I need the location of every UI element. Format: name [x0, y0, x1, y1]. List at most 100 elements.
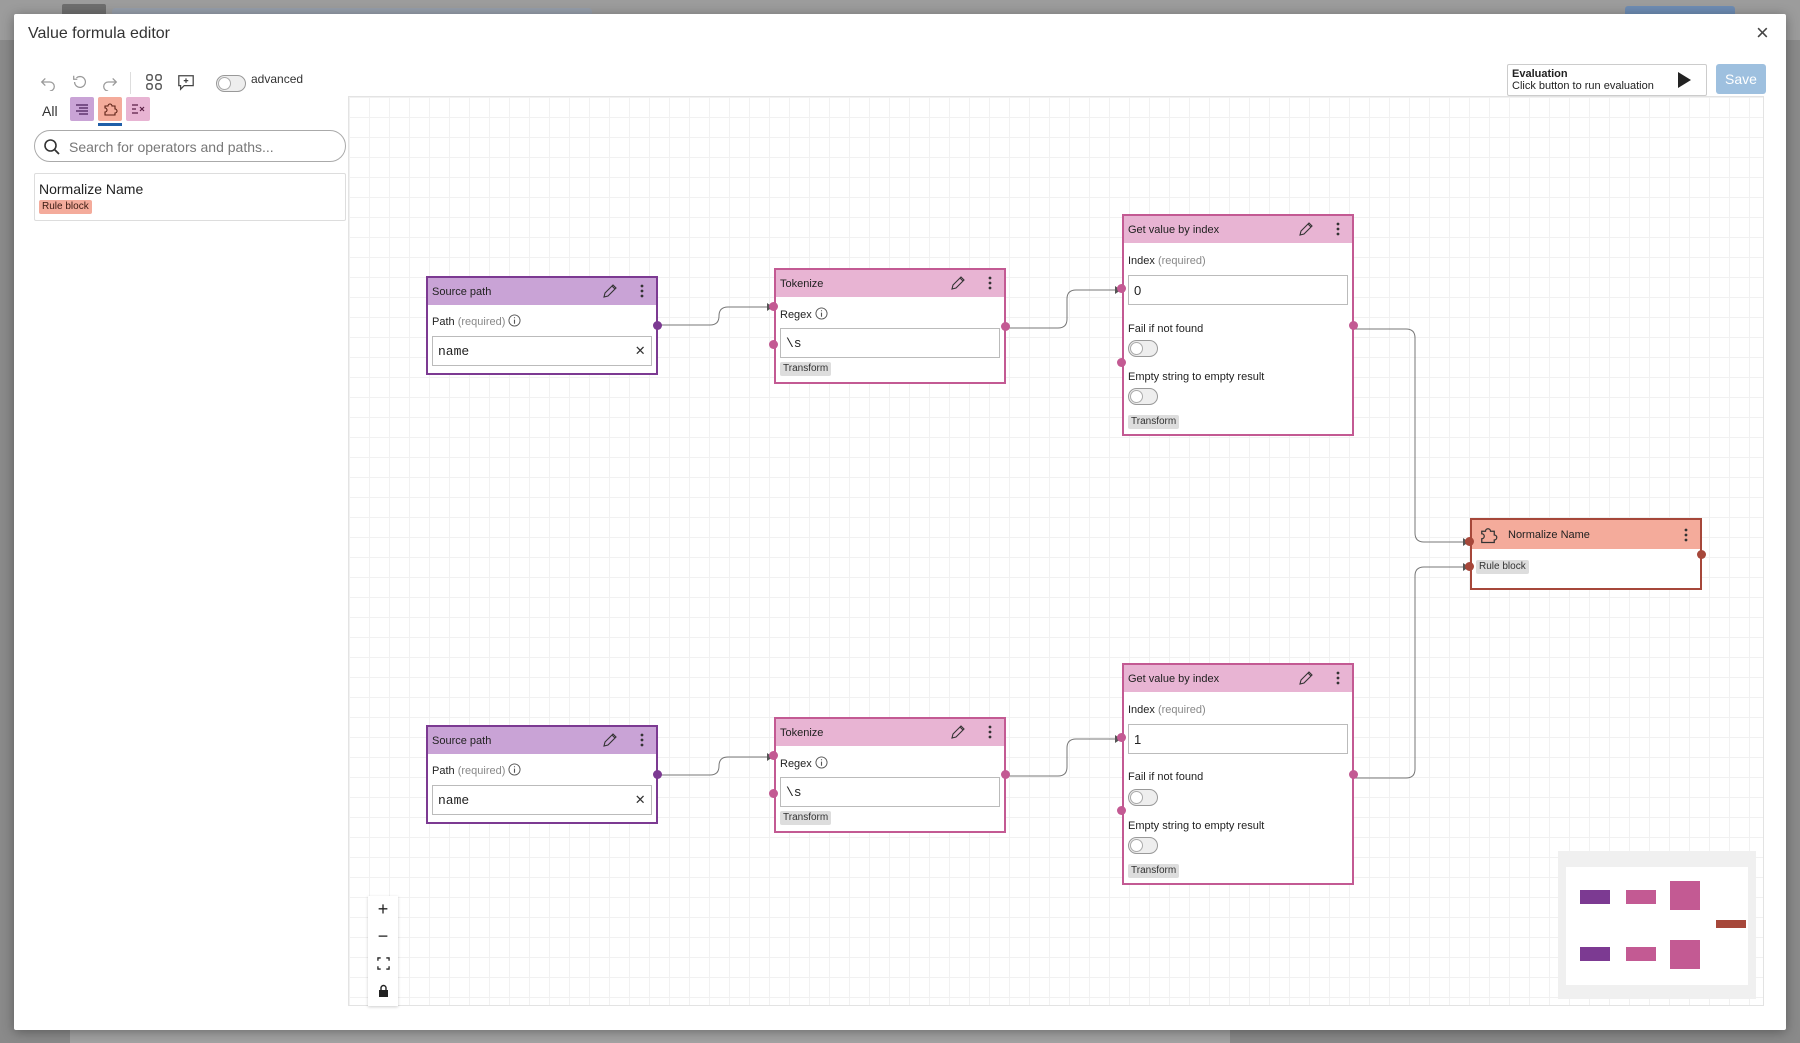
regex-input[interactable]: \s	[780, 328, 1000, 358]
search-input[interactable]	[67, 136, 331, 158]
fail-if-not-found-toggle[interactable]	[1128, 789, 1158, 806]
tab-all[interactable]: All	[42, 103, 58, 119]
add-sticky-note-button[interactable]	[174, 70, 198, 94]
auto-layout-button[interactable]	[142, 70, 166, 94]
zoom-in-button[interactable]: +	[377, 899, 389, 919]
empty-string-toggle[interactable]	[1128, 388, 1158, 405]
tokenize-node[interactable]: Tokenize Regex \s Transform	[774, 268, 1006, 384]
zoom-out-button[interactable]: −	[377, 926, 389, 946]
undo-button[interactable]	[36, 70, 60, 94]
layout-icon	[146, 74, 162, 90]
add-note-icon	[178, 75, 194, 91]
more-options-icon[interactable]	[1336, 222, 1340, 236]
evaluation-panel: Evaluation Click button to run evaluatio…	[1507, 64, 1707, 96]
redo-button[interactable]	[98, 70, 122, 94]
output-port[interactable]	[1697, 550, 1706, 559]
source-path-node[interactable]: Source path Path (required) name✕	[426, 276, 658, 375]
redo-history-button[interactable]	[68, 70, 92, 94]
input-port[interactable]	[1465, 537, 1474, 546]
edit-icon[interactable]	[602, 283, 618, 299]
path-input[interactable]: name✕	[432, 785, 652, 815]
output-port[interactable]	[1001, 322, 1010, 331]
clear-icon[interactable]: ✕	[635, 791, 645, 809]
input-port[interactable]	[769, 751, 778, 760]
input-port[interactable]	[1117, 806, 1126, 815]
minimap-node	[1670, 940, 1700, 969]
empty-string-toggle[interactable]	[1128, 837, 1158, 854]
rule-block-node[interactable]: Normalize Name Rule block	[1470, 518, 1702, 590]
fail-if-not-found-label: Fail if not found	[1128, 323, 1204, 335]
output-port[interactable]	[1001, 770, 1010, 779]
background-text	[112, 8, 592, 16]
background-footer	[70, 1030, 1230, 1043]
clear-icon[interactable]: ✕	[635, 342, 645, 360]
tokenize-node[interactable]: Tokenize Regex \s Transform	[774, 717, 1006, 833]
active-tab-indicator	[98, 123, 122, 126]
edit-icon[interactable]	[950, 275, 966, 291]
edit-icon[interactable]	[1298, 221, 1314, 237]
more-options-icon[interactable]	[640, 284, 644, 298]
operator-search	[34, 130, 346, 162]
path-input[interactable]: name✕	[432, 336, 652, 366]
fail-if-not-found-toggle[interactable]	[1128, 340, 1158, 357]
rule-block-tag: Rule block	[1476, 560, 1529, 574]
redo-icon	[103, 77, 118, 91]
lock-icon	[378, 984, 388, 997]
fit-view-icon	[376, 957, 390, 970]
node-header: Tokenize	[776, 270, 1004, 297]
node-title: Get value by index	[1128, 224, 1220, 236]
index-label: Index (required)	[1128, 704, 1206, 716]
more-options-icon[interactable]	[988, 725, 992, 739]
output-port[interactable]	[653, 321, 662, 330]
minimap[interactable]	[1558, 851, 1756, 999]
minimap-node	[1670, 881, 1700, 910]
rule-block-tag: Rule block	[39, 200, 92, 214]
more-options-icon[interactable]	[1336, 671, 1340, 685]
more-options-icon[interactable]	[988, 276, 992, 290]
minimap-node	[1580, 947, 1610, 961]
run-evaluation-button[interactable]	[1678, 72, 1691, 88]
source-path-node[interactable]: Source path Path (required) name✕	[426, 725, 658, 824]
index-input[interactable]: 0	[1128, 275, 1348, 305]
dialog-title: Value formula editor	[28, 25, 170, 42]
advanced-label: advanced	[251, 72, 304, 86]
index-input[interactable]: 1	[1128, 724, 1348, 754]
minimap-node	[1580, 890, 1610, 904]
regex-input[interactable]: \s	[780, 777, 1000, 807]
output-port[interactable]	[1349, 770, 1358, 779]
edit-icon[interactable]	[1298, 670, 1314, 686]
input-port[interactable]	[769, 789, 778, 798]
evaluation-hint: Click button to run evaluation	[1512, 80, 1654, 92]
node-header: Normalize Name	[1472, 520, 1700, 549]
undo-icon	[40, 77, 55, 91]
tab-source-paths[interactable]	[70, 97, 94, 121]
edit-icon[interactable]	[950, 724, 966, 740]
node-header: Tokenize	[776, 719, 1004, 746]
node-title: Tokenize	[780, 727, 824, 739]
close-button[interactable]: ×	[1756, 20, 1769, 45]
get-value-by-index-node[interactable]: Get value by index Index (required) 0 Fa…	[1122, 214, 1354, 436]
input-port[interactable]	[1465, 562, 1474, 571]
more-options-icon[interactable]	[640, 733, 644, 747]
advanced-toggle[interactable]	[216, 75, 246, 92]
node-title: Tokenize	[780, 278, 824, 290]
transform-tag: Transform	[1128, 864, 1180, 878]
get-value-by-index-node[interactable]: Get value by index Index (required) 1 Fa…	[1122, 663, 1354, 885]
empty-string-label: Empty string to empty result	[1128, 820, 1265, 832]
more-options-icon[interactable]	[1684, 528, 1688, 542]
tab-rule-blocks[interactable]	[98, 97, 122, 121]
input-port[interactable]	[1117, 733, 1126, 742]
input-port[interactable]	[1117, 358, 1126, 367]
input-port[interactable]	[769, 340, 778, 349]
input-port[interactable]	[1117, 284, 1126, 293]
lock-button[interactable]	[368, 977, 398, 1004]
input-port[interactable]	[769, 302, 778, 311]
save-button[interactable]: Save	[1716, 64, 1766, 94]
fit-view-button[interactable]	[368, 950, 398, 977]
edit-icon[interactable]	[602, 732, 618, 748]
output-port[interactable]	[653, 770, 662, 779]
zoom-controls: + −	[368, 896, 398, 1006]
tab-transforms[interactable]	[126, 97, 150, 121]
output-port[interactable]	[1349, 321, 1358, 330]
list-item[interactable]: Normalize Name Rule block	[34, 173, 346, 221]
